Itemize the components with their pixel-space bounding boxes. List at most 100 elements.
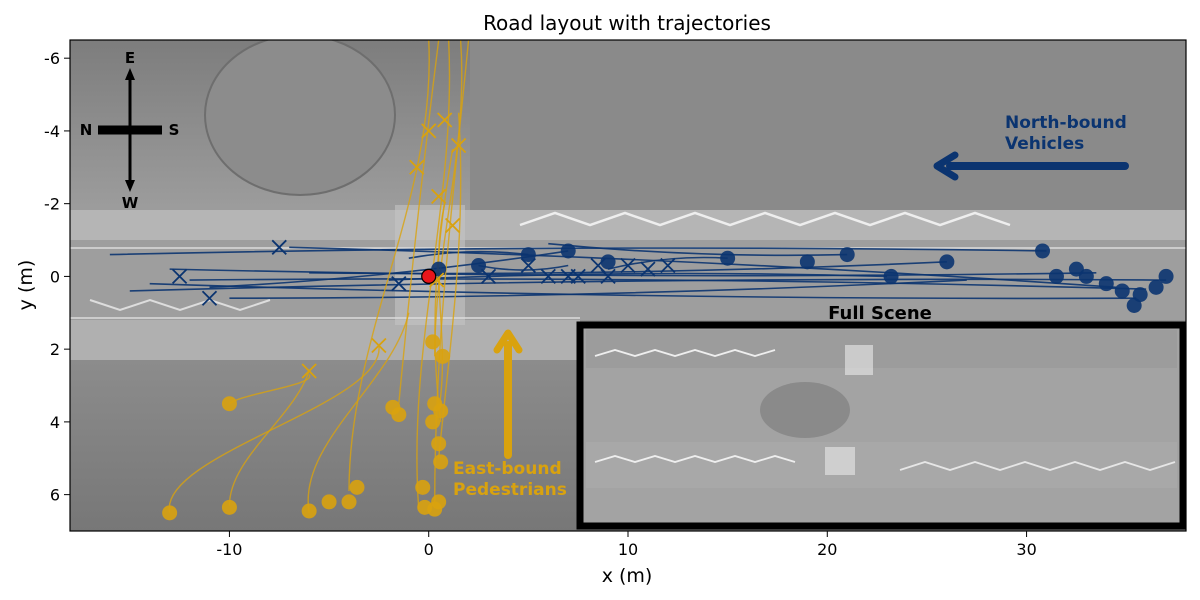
- vehicle-end-marker: [620, 257, 636, 274]
- y-tick-label: -4: [44, 122, 60, 141]
- pedestrian-trajectory: [398, 40, 440, 404]
- vehicle-trajectory: [109, 247, 1047, 256]
- pedestrian-direction-arrow: [493, 329, 523, 459]
- vehicle-end-marker: [570, 268, 586, 285]
- inset-zigzag-upper: [594, 349, 776, 357]
- x-tick-label: -10: [216, 540, 242, 559]
- vehicle-start-marker: [560, 243, 576, 259]
- vehicle-direction-arrow: [933, 151, 1129, 181]
- vehicle-start-marker: [1148, 279, 1164, 295]
- pedestrian-start-marker: [341, 494, 357, 510]
- vehicle-start-marker: [1035, 243, 1051, 259]
- pedestrian-start-marker: [425, 334, 441, 350]
- inset-crosswalk-lower: [825, 447, 855, 475]
- pedestrian-start-marker: [221, 499, 237, 515]
- x-tick-label: 10: [618, 540, 638, 559]
- plot-area: [70, 40, 1186, 531]
- zigzag-marking: [519, 211, 1011, 227]
- vehicle-end-marker: [540, 268, 556, 285]
- pedestrian-label-line1: East-bound: [453, 459, 562, 479]
- y-tick-label: 4: [50, 413, 60, 432]
- compass-e-label: E: [125, 49, 135, 67]
- pedestrian-markers: [162, 112, 467, 521]
- vehicle-end-marker: [201, 290, 218, 306]
- compass-up-arrowhead: [125, 68, 135, 80]
- x-axis-label: x (m): [602, 565, 653, 587]
- inset-zigzag-right: [899, 461, 1176, 471]
- pedestrian-start-marker: [391, 407, 407, 423]
- pedestrian-end-marker: [450, 137, 467, 154]
- pedestrian-start-marker: [221, 396, 237, 412]
- vehicle-start-marker: [1098, 276, 1114, 292]
- vehicle-end-marker: [520, 257, 536, 274]
- inset-road-lower: [586, 442, 1177, 488]
- grass-patch: [470, 40, 1186, 210]
- compass-rose: E W N S: [80, 49, 180, 212]
- vehicle-start-marker: [720, 250, 736, 266]
- pedestrian-start-marker: [162, 505, 178, 521]
- vehicle-trajectory: [129, 278, 1167, 292]
- inset-frame: [576, 321, 1187, 530]
- compass-w-label: W: [122, 194, 139, 212]
- pedestrian-start-marker: [431, 436, 447, 452]
- vehicle-end-marker: [600, 268, 616, 285]
- pedestrian-end-marker: [409, 159, 425, 175]
- pedestrian-start-marker: [433, 454, 449, 470]
- pedestrian-trajectory: [348, 40, 430, 491]
- pedestrian-start-marker: [349, 479, 365, 495]
- pedestrian-end-marker: [431, 188, 447, 205]
- compass-s-label: S: [169, 121, 180, 139]
- inset-island: [760, 382, 850, 438]
- pedestrian-label-line2: Pedestrians: [453, 480, 567, 500]
- vehicle-end-marker: [640, 261, 656, 277]
- y-tick-label: -6: [44, 49, 60, 68]
- inset-title: Full Scene: [828, 303, 932, 324]
- reference-point: [421, 268, 437, 285]
- vehicle-start-marker: [839, 247, 855, 263]
- pedestrian-trajectory: [434, 148, 454, 422]
- vehicle-end-marker: [271, 239, 287, 255]
- vehicle-end-marker: [660, 257, 676, 274]
- pedestrian-end-marker: [444, 217, 461, 234]
- pedestrian-end-marker: [301, 363, 317, 379]
- x-tick-label: 0: [424, 540, 434, 559]
- sidewalk-band-lower: [70, 320, 580, 360]
- pedestrian-start-marker: [301, 503, 317, 519]
- pedestrian-trajectory: [307, 312, 410, 513]
- vehicle-trajectory: [607, 256, 728, 270]
- vehicle-trajectory: [169, 268, 1097, 277]
- vehicle-trajectory-lines: [109, 242, 1167, 300]
- y-tick-label: 0: [50, 267, 60, 286]
- compass-n-label: N: [80, 121, 93, 139]
- y-axis-label: y (m): [15, 260, 37, 311]
- vehicle-start-marker: [939, 254, 955, 270]
- pedestrian-start-marker: [321, 494, 337, 510]
- pedestrian-start-marker: [425, 414, 441, 430]
- y-tick-label: 6: [50, 486, 60, 505]
- vehicle-start-marker: [799, 254, 815, 270]
- inset-zigzag-lower: [594, 455, 796, 463]
- vehicle-label-line1: North-bound: [1005, 113, 1127, 133]
- compass-down-arrowhead: [125, 180, 135, 192]
- vehicle-start-marker: [1068, 261, 1084, 277]
- vehicle-start-marker: [1048, 268, 1064, 284]
- pedestrian-trajectory: [433, 40, 463, 357]
- vehicle-start-marker: [1114, 283, 1130, 299]
- x-tick-label: 30: [1016, 540, 1036, 559]
- pedestrian-end-marker: [437, 112, 453, 128]
- y-tick-label: 2: [50, 340, 60, 359]
- pedestrian-trajectory: [228, 370, 310, 506]
- chart-title: Road layout with trajectories: [483, 11, 771, 35]
- full-scene-inset: Full Scene: [576, 303, 1187, 530]
- pedestrian-arrow-head: [493, 329, 523, 354]
- vehicle-end-marker: [480, 268, 497, 285]
- vehicle-trajectory: [388, 272, 888, 281]
- vehicle-trajectory: [309, 261, 947, 275]
- pedestrian-end-marker: [371, 337, 387, 354]
- inset-crosswalk-upper: [845, 345, 873, 375]
- pedestrian-start-marker: [415, 479, 431, 495]
- vehicle-end-marker: [391, 276, 407, 292]
